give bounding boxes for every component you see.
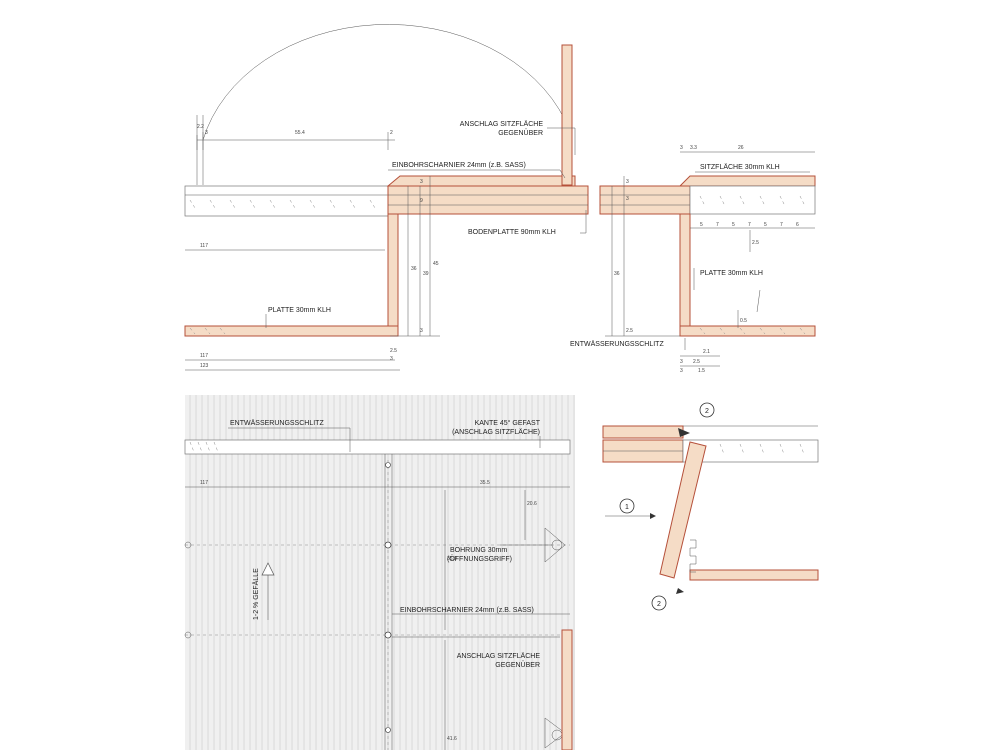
label-entwaesserung-plan: ENTWÄSSERUNGSSCHLITZ (230, 419, 324, 427)
label-gefaelle: 1-2 % GEFÄLLE (252, 568, 260, 620)
dim-row-5: 7 (780, 222, 783, 228)
dim-r-2-5: 2.5 (752, 240, 759, 246)
arrow-icon (676, 588, 684, 594)
svg-text:2: 2 (657, 601, 661, 608)
label-kante-1: KANTE 45° GEFAST (475, 419, 541, 427)
svg-text:1: 1 (625, 504, 629, 511)
dim-r-v-3b: 3 (626, 196, 629, 202)
label-bodenplatte: BODENPLATTE 90mm KLH (468, 229, 556, 236)
dim-row-4: 5 (764, 222, 767, 228)
dim-row-6: 6 (796, 222, 799, 228)
dim-r-b-2-5: 2.5 (693, 359, 700, 365)
dim-row-1: 7 (716, 222, 719, 228)
label-bohrung-2: (ÖFFNUNGSGRIFF) (447, 555, 512, 563)
dim-row-0: 5 (700, 222, 703, 228)
label-einbohrscharnier-plan: EINBOHRSCHARNIER 24mm (z.B. SASS) (400, 607, 534, 614)
dim-v-45: 45 (433, 261, 439, 267)
dim-row-3: 7 (748, 222, 751, 228)
dim-2: 2 (390, 130, 393, 136)
dim-117-bottom: 117 (200, 353, 208, 359)
dim-r-b-3: 3 (680, 359, 683, 365)
dim-p-117: 117 (200, 480, 208, 486)
arrow-icon (678, 428, 690, 437)
label-anschlag-top-2: GEGENÜBER (498, 129, 543, 137)
dim-p-41-6: 41.6 (447, 736, 457, 742)
dim-3: 3 (205, 130, 208, 136)
dim-r-v-36: 36 (614, 271, 620, 277)
slope-arrow-icon (261, 562, 275, 620)
marker-1: 1 (619, 498, 635, 514)
label-bohrung-1: BOHRUNG 30mm (450, 547, 507, 554)
label-platte-right: PLATTE 30mm KLH (700, 270, 763, 277)
dim-v-36: 36 (411, 266, 417, 272)
label-anschlag-top-1: ANSCHLAG SITZFLÄCHE (460, 120, 544, 128)
svg-text:2: 2 (705, 408, 709, 415)
arrow-icon (650, 513, 656, 519)
dim-2-2: 2.2 (197, 124, 204, 130)
dim-3-bottom: 3 (390, 356, 393, 362)
label-platte-left: PLATTE 30mm KLH (268, 307, 331, 314)
label-einbohrscharnier-top: EINBOHRSCHARNIER 24mm (z.B. SASS) (392, 162, 526, 169)
dim-v-3: 3 (420, 179, 423, 185)
dim-r-26: 26 (738, 145, 744, 151)
section-right: 3 3.3 26 SITZFLÄCHE 30mm KLH 3 3 36 2.5 … (570, 145, 816, 374)
label-anschlag-plan-1: ANSCHLAG SITZFLÄCHE (457, 652, 541, 660)
dim-r-0-5: 0.5 (740, 318, 747, 324)
marker-2-top: 2 (699, 402, 715, 418)
dim-v-39: 39 (423, 271, 429, 277)
dim-r-b-2-1: 2.1 (703, 349, 710, 355)
plan-view: ENTWÄSSERUNGSSCHLITZ KANTE 45° GEFAST (A… (184, 395, 575, 750)
dim-v-9: 9 (420, 198, 423, 204)
label-entwaesserung-right: ENTWÄSSERUNGSSCHLITZ (570, 340, 664, 348)
dim-r-b-1-5: 1.5 (698, 368, 705, 374)
tilted-seat-board (659, 441, 707, 579)
dim-r-b-3b: 3 (680, 368, 683, 374)
dim-123: 123 (200, 363, 209, 369)
section-left: 2.2 3 55.4 2 ANSCHLAG SITZFLÄCHE GEGENÜB… (184, 24, 589, 371)
dim-55-4: 55.4 (295, 130, 305, 136)
dim-p-35-9: 35.9 (447, 556, 457, 562)
label-anschlag-plan-2: GEGENÜBER (495, 661, 540, 669)
label-kante-2: (ANSCHLAG SITZFLÄCHE) (452, 428, 540, 436)
dim-p-20-6: 20.6 (527, 501, 537, 507)
dim-2-5: 2.5 (390, 348, 397, 354)
label-sitzflaeche: SITZFLÄCHE 30mm KLH (700, 163, 780, 171)
dim-r-3-3: 3.3 (690, 145, 697, 151)
dim-117-mid: 117 (200, 243, 208, 249)
marker-2-bottom: 2 (651, 595, 667, 611)
dim-r-v-3: 3 (626, 179, 629, 185)
dim-p-35-5: 35.5 (480, 480, 490, 486)
dim-r-v-2-5: 2.5 (626, 328, 633, 334)
dim-row-2: 5 (732, 222, 735, 228)
opening-detail: 2 1 2 (602, 402, 819, 611)
dim-v-3b: 3 (420, 328, 423, 334)
dim-r-3: 3 (680, 145, 683, 151)
